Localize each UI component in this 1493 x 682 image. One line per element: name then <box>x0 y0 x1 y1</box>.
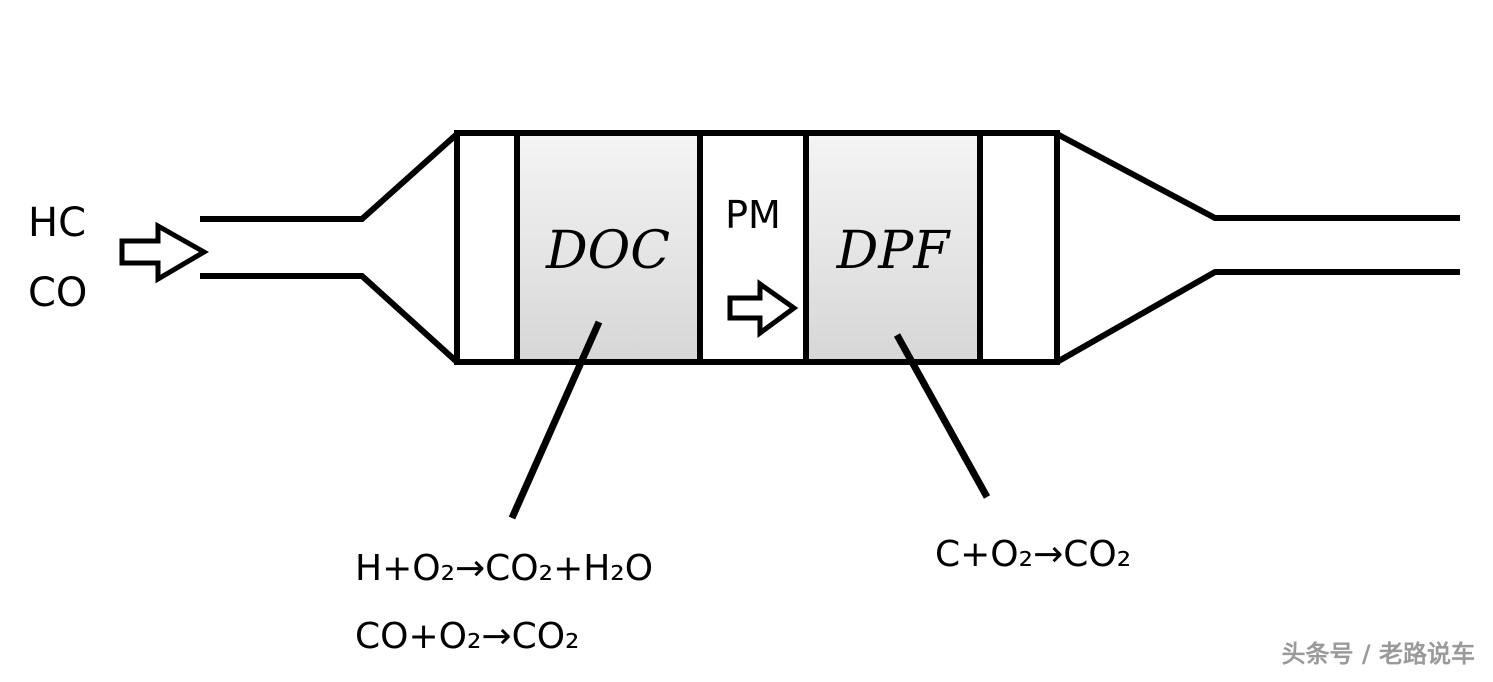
outlet-pipe-bottom-line <box>1055 269 1460 365</box>
doc-reaction-1: H+O₂→CO₂+H₂O <box>355 548 653 589</box>
dpf-label: DPF <box>836 221 952 281</box>
dpf-block <box>806 136 980 359</box>
outlet-pipe-top-line <box>1055 131 1460 221</box>
inlet-pipe-bottom-line <box>200 273 460 365</box>
dpf-leader-line <box>893 333 991 499</box>
doc-reaction-2: CO+O₂→CO₂ <box>355 616 579 657</box>
right-block-arrow-icon <box>119 221 210 284</box>
watermark: 头条号 / 老路说车 <box>1282 640 1475 668</box>
pm-label: PM <box>725 193 781 237</box>
doc-block <box>517 136 700 359</box>
inlet-label-co: CO <box>28 270 87 316</box>
doc-label: DOC <box>545 221 670 281</box>
inlet-pipe-top-line <box>200 131 460 222</box>
doc-leader-line <box>508 320 603 520</box>
right-block-arrow-icon <box>727 279 799 338</box>
dpf-reaction: C+O₂→CO₂ <box>935 534 1131 575</box>
inlet-label-hc: HC <box>28 200 86 246</box>
canister-body <box>454 130 1060 365</box>
